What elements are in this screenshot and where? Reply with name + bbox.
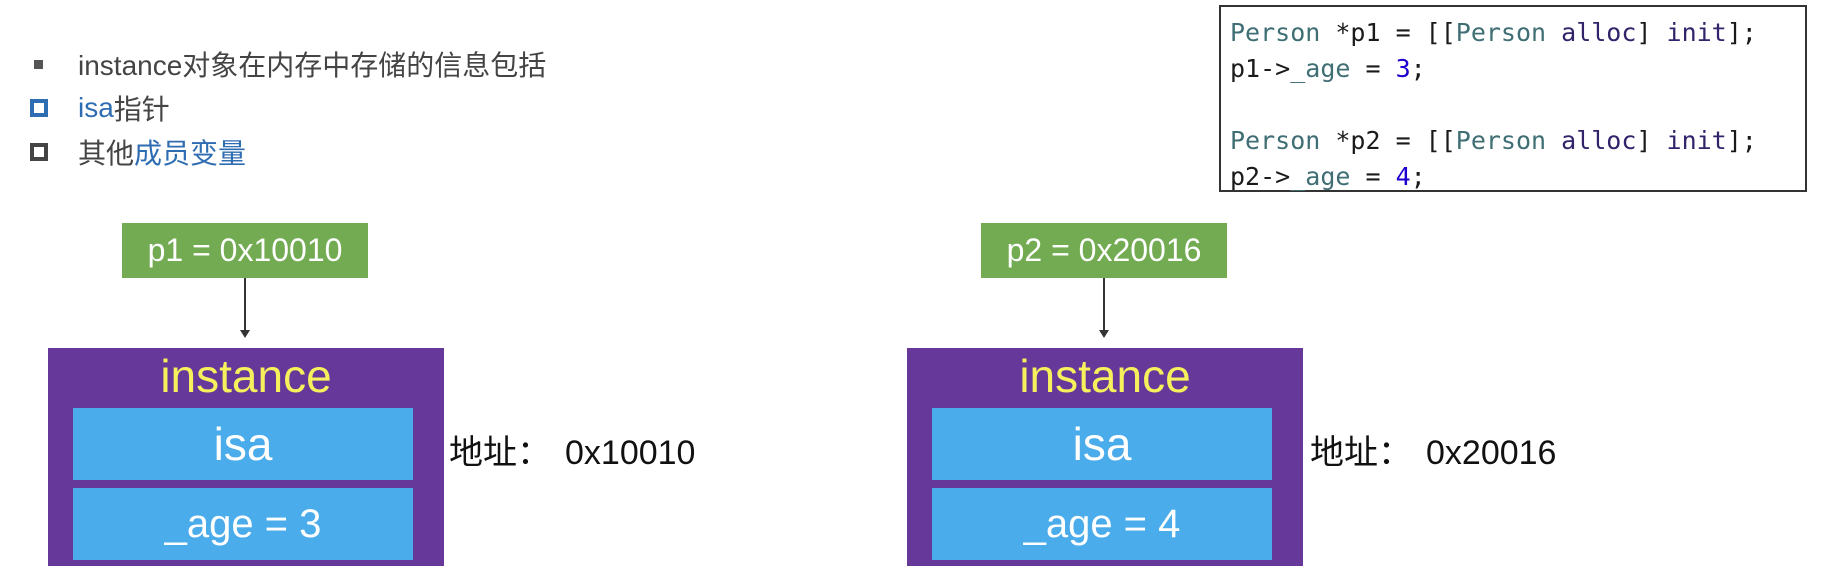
bullet-highlight: 成员变量	[134, 138, 247, 169]
bullet-text: 其他	[78, 138, 135, 169]
hollow-square-icon	[30, 99, 78, 117]
isa-field: isa	[932, 408, 1272, 480]
instance-object-p1: instance isa _age = 3	[48, 348, 444, 566]
code-line-1: Person *p1 = [[Person alloc] init];	[1230, 18, 1757, 47]
code-line-3: Person *p2 = [[Person alloc] init];	[1230, 126, 1757, 155]
bullet-text: instance对象在内存中存储的信息包括	[78, 50, 547, 81]
pointer-arrow	[1103, 278, 1105, 334]
instance-object-p2: instance isa _age = 4	[907, 348, 1303, 566]
pointer-arrow	[244, 278, 246, 334]
bullet-square-icon	[30, 59, 78, 69]
arrowhead-icon	[1099, 330, 1109, 338]
bullet-highlight: isa	[78, 92, 114, 123]
bullet-item-info: instance对象在内存中存储的信息包括	[30, 42, 546, 86]
arrowhead-icon	[240, 330, 250, 338]
pointer-label-p2: p2 = 0x20016	[981, 223, 1227, 278]
instance-title: instance	[1019, 350, 1191, 402]
age-field: _age = 3	[73, 488, 413, 560]
instance-title: instance	[160, 350, 332, 402]
bullet-text: 指针	[113, 94, 170, 125]
code-snippet: Person *p1 = [[Person alloc] init]; p1->…	[1219, 5, 1807, 192]
bullet-item-members: 其他成员变量	[30, 130, 546, 174]
address-label-p1: 地址：0x10010	[449, 434, 696, 472]
pointer-label-p1: p1 = 0x10010	[122, 223, 368, 278]
code-line-2: p1->_age = 3;	[1230, 54, 1426, 83]
code-line-4: p2->_age = 4;	[1230, 162, 1426, 191]
isa-field: isa	[73, 408, 413, 480]
age-field: _age = 4	[932, 488, 1272, 560]
hollow-square-icon	[30, 143, 78, 161]
address-label-p2: 地址：0x20016	[1310, 434, 1557, 472]
